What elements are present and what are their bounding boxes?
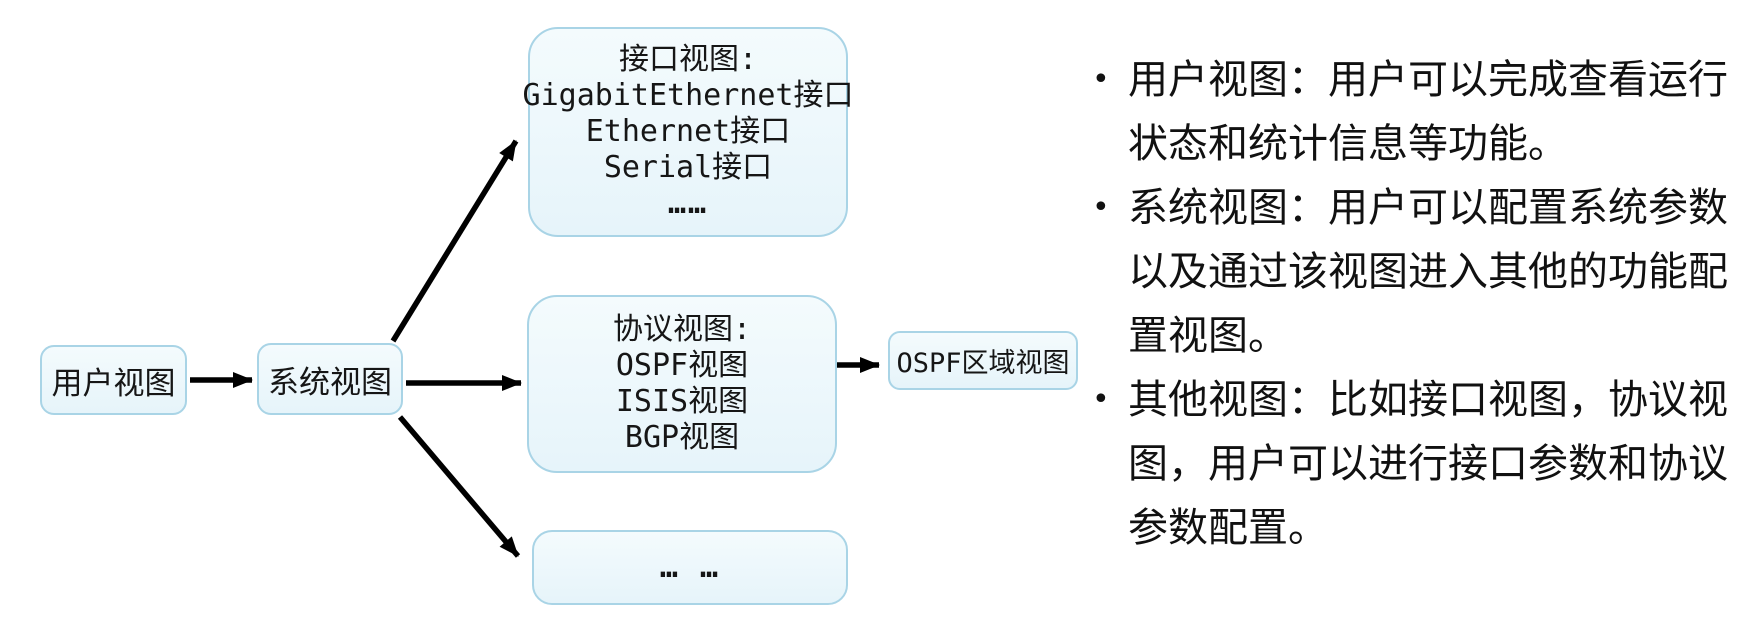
list-item: • 其他视图：比如接口视图，协议视图，用户可以进行接口参数和协议参数配置。 [1058, 368, 1748, 560]
interface-view-ellipsis: …… [667, 186, 709, 221]
protocol-view-line-isis: ISIS视图 [615, 384, 749, 419]
list-item: • 用户视图：用户可以完成查看运行状态和统计信息等功能。 [1058, 48, 1748, 176]
protocol-view-line-bgp: BGP视图 [624, 420, 740, 455]
bullet-icon: • [1092, 62, 1110, 97]
node-ospf-area-view: OSPF区域视图 [888, 331, 1078, 390]
interface-view-line: GigabitEthernet接口 [522, 78, 854, 113]
node-user-view: 用户视图 [40, 345, 187, 415]
note-user-view: 用户视图：用户可以完成查看运行状态和统计信息等功能。 [1128, 57, 1728, 167]
node-other-views: … … [532, 530, 848, 605]
node-protocol-view: 协议视图: OSPF视图 ISIS视图 BGP视图 [527, 295, 837, 473]
node-system-view: 系统视图 [257, 343, 403, 415]
list-item: • 系统视图：用户可以配置系统参数以及通过该视图进入其他的功能配置视图。 [1058, 176, 1748, 368]
node-user-view-label: 用户视图 [51, 365, 176, 402]
interface-view-line: Ethernet接口 [585, 114, 791, 149]
bullet-icon: • [1092, 382, 1110, 417]
interface-view-line: Serial接口 [603, 150, 773, 185]
arrow-system-to-other [397, 415, 521, 558]
node-system-view-label: 系统视图 [268, 364, 392, 401]
node-ospf-area-view-label: OSPF区域视图 [896, 348, 1070, 379]
view-descriptions-panel: • 用户视图：用户可以完成查看运行状态和统计信息等功能。 • 系统视图：用户可以… [1058, 48, 1748, 560]
note-other-views: 其他视图：比如接口视图，协议视图，用户可以进行接口参数和协议参数配置。 [1128, 377, 1728, 551]
node-other-views-label: … … [659, 550, 721, 585]
protocol-view-title: 协议视图: [612, 312, 752, 347]
interface-view-title: 接口视图: [618, 42, 758, 77]
view-descriptions-list: • 用户视图：用户可以完成查看运行状态和统计信息等功能。 • 系统视图：用户可以… [1058, 48, 1748, 560]
protocol-view-line-ospf: OSPF视图 [615, 348, 749, 383]
node-interface-view: 接口视图: GigabitEthernet接口 Ethernet接口 Seria… [523, 27, 853, 237]
note-system-view: 系统视图：用户可以配置系统参数以及通过该视图进入其他的功能配置视图。 [1128, 185, 1728, 359]
bullet-icon: • [1092, 190, 1110, 225]
arrow-system-to-interface [390, 139, 519, 343]
